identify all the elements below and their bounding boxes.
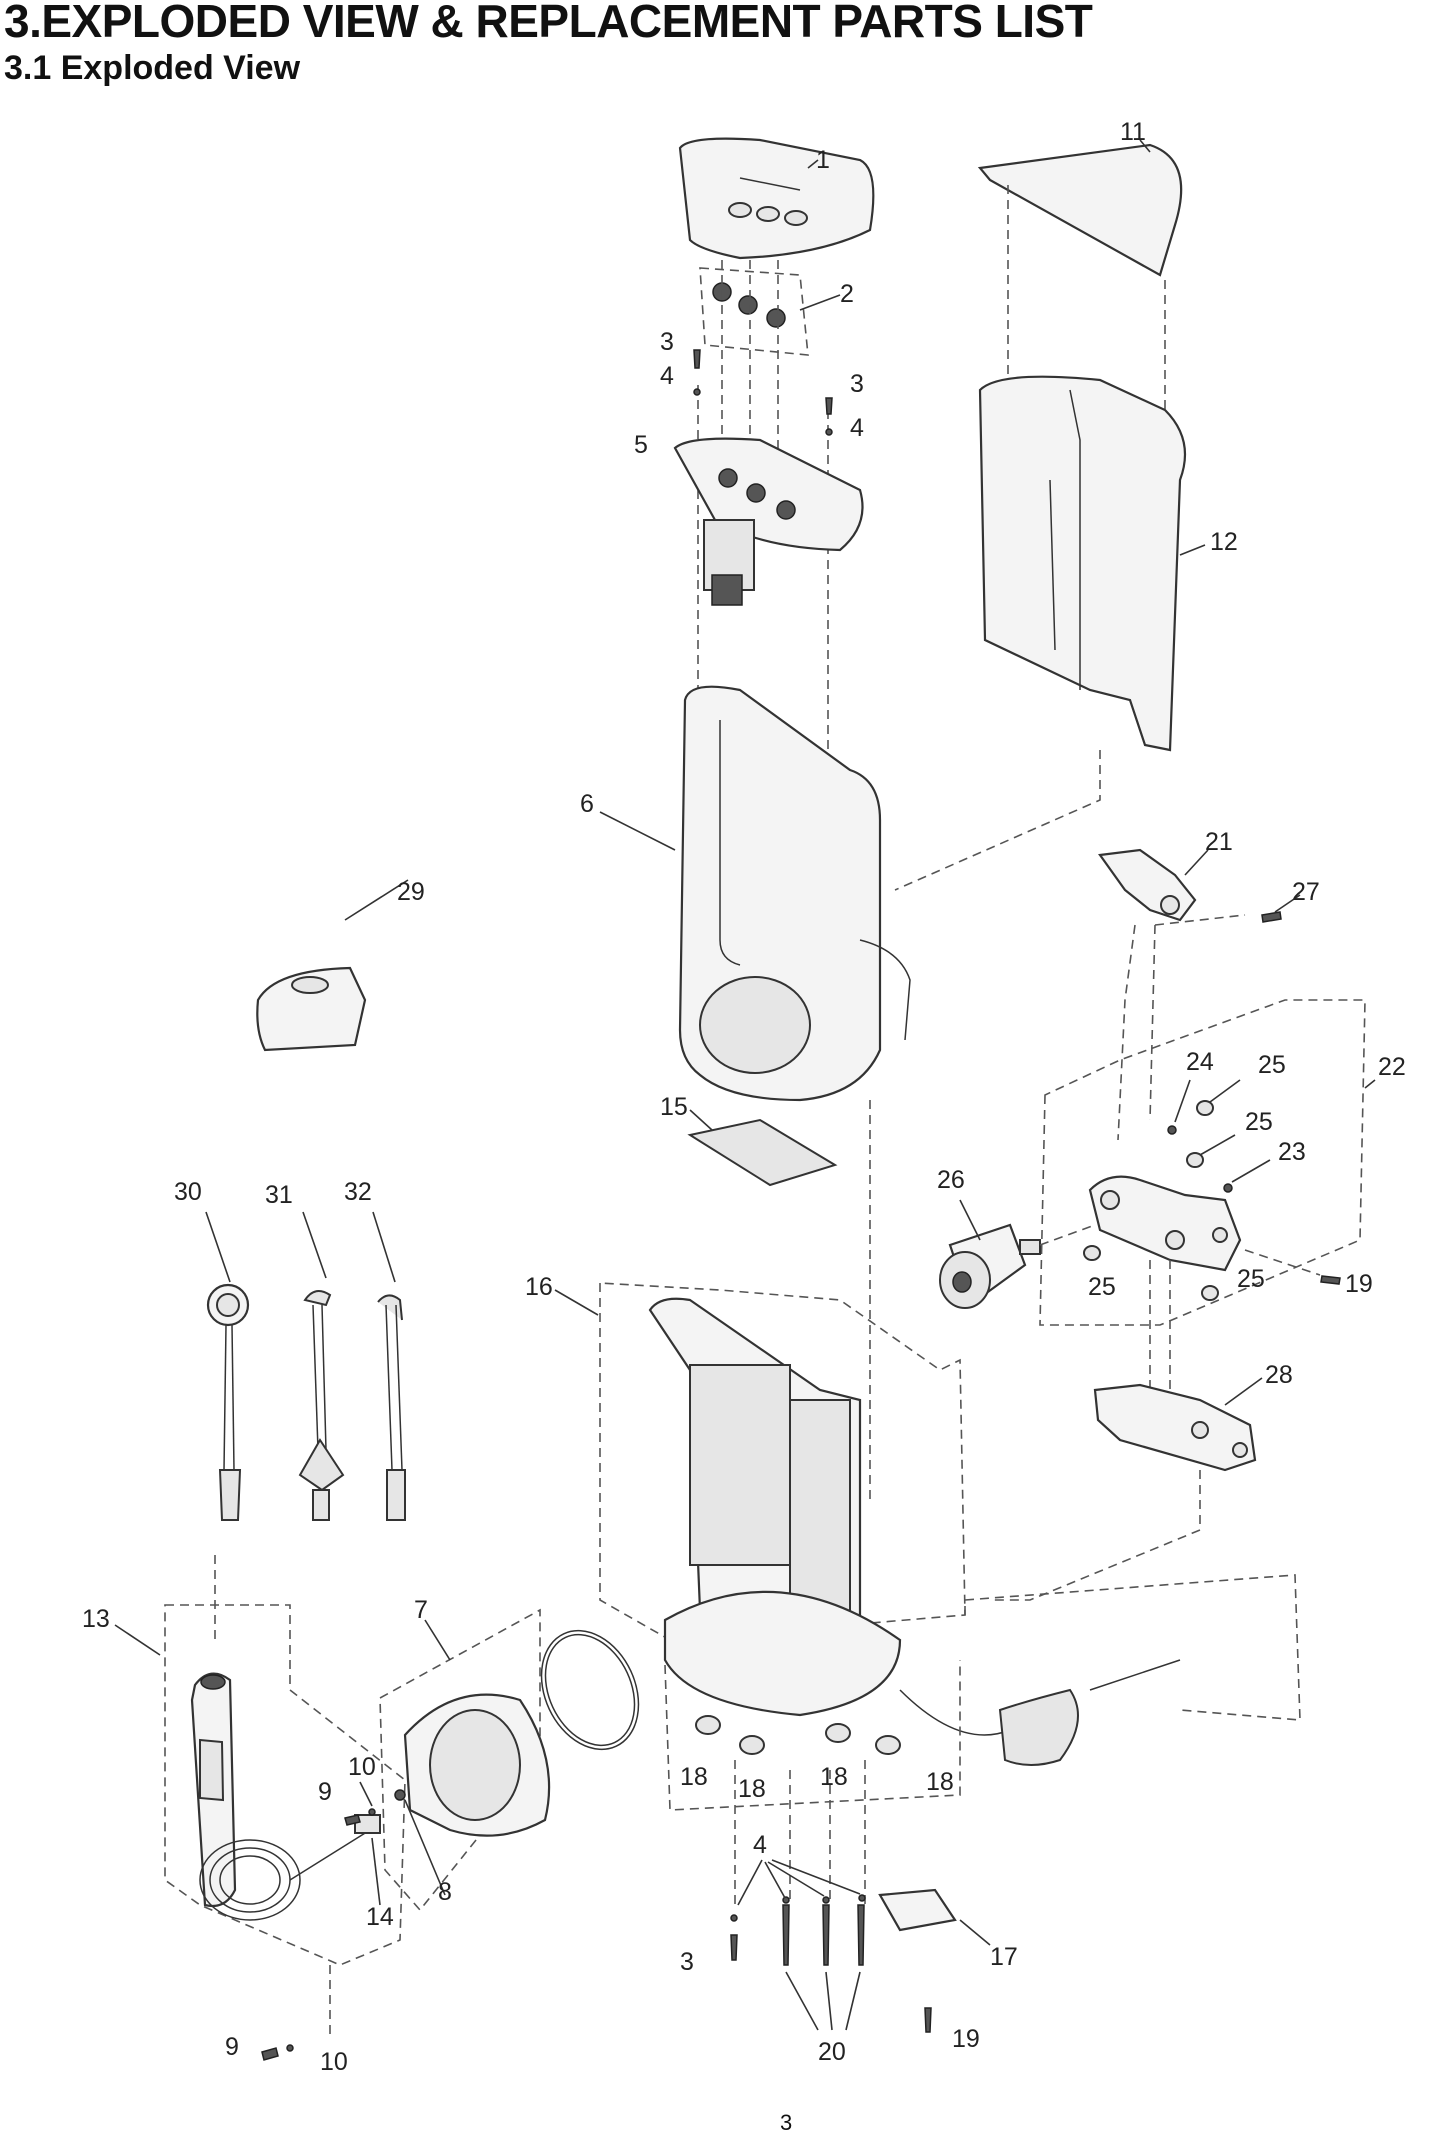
callout-29: 29 <box>397 878 425 906</box>
callout-9a: 9 <box>318 1778 332 1806</box>
part-25-gasket-2 <box>1186 1152 1204 1168</box>
part-26-motor <box>939 1223 1041 1309</box>
callout-23: 23 <box>1278 1138 1306 1166</box>
part-4-washer-left <box>693 388 701 396</box>
callout-14: 14 <box>366 1903 394 1931</box>
part-29-stand <box>256 966 367 1052</box>
part-5-control-panel <box>673 437 864 606</box>
part-18-foot-3 <box>825 1723 851 1743</box>
part-18-foot-1 <box>695 1715 721 1735</box>
callout-25a: 25 <box>1258 1051 1286 1079</box>
callout-30: 30 <box>174 1178 202 1206</box>
callout-15: 15 <box>660 1093 688 1121</box>
part-11-reservoir-lid <box>977 143 1183 277</box>
part-16-inner-unit <box>648 1297 902 1717</box>
callout-10a: 10 <box>348 1753 376 1781</box>
part-27-screw <box>1261 911 1282 923</box>
page-title: 3.EXPLODED VIEW & REPLACEMENT PARTS LIST <box>4 0 1093 47</box>
part-14-connector <box>354 1814 381 1834</box>
page-number: 3 <box>780 2110 793 2135</box>
callout-31: 31 <box>265 1181 293 1209</box>
part-9-screw-lower <box>261 2047 279 2061</box>
part-30-nozzle <box>206 1283 250 1521</box>
part-10-washer-upper <box>368 1808 376 1816</box>
callout-21: 21 <box>1205 828 1233 856</box>
part-32-nozzle <box>377 1294 406 1521</box>
part-17-clip <box>878 1888 957 1932</box>
part-13-handle <box>190 1672 371 1921</box>
part-1-top-cover <box>678 137 875 260</box>
part-24-screw <box>1167 1125 1177 1135</box>
part-25-gasket-4 <box>1201 1285 1219 1301</box>
callout-13: 13 <box>82 1605 110 1633</box>
callout-17: 17 <box>990 1943 1018 1971</box>
part-18-foot-4 <box>875 1735 901 1755</box>
part-7-cover <box>403 1693 551 1837</box>
callout-16: 16 <box>525 1273 553 1301</box>
callout-11: 11 <box>1120 118 1146 146</box>
part-25-gasket-1 <box>1196 1100 1214 1116</box>
callout-1: 1 <box>816 146 830 174</box>
callout-7: 7 <box>414 1596 428 1624</box>
callout-25c: 25 <box>1088 1273 1116 1301</box>
callout-19b: 19 <box>1345 1270 1373 1298</box>
part-31-nozzle <box>298 1290 345 1521</box>
part-8-washer <box>394 1789 406 1801</box>
part-18-foot-2 <box>739 1735 765 1755</box>
section-title: 3.1 Exploded View <box>4 49 301 87</box>
callout-19a: 19 <box>952 2025 980 2053</box>
part-28-base-plate <box>1093 1383 1257 1472</box>
power-cord <box>899 1659 1181 1766</box>
part-4-washer-right <box>825 428 833 436</box>
callout-28: 28 <box>1265 1361 1293 1389</box>
callout-18a: 18 <box>680 1763 708 1791</box>
callout-5: 5 <box>634 431 648 459</box>
part-3-screw-right <box>825 397 833 415</box>
callout-4a: 4 <box>660 362 674 390</box>
callout-20: 20 <box>818 2038 846 2066</box>
callout-18c: 18 <box>820 1763 848 1791</box>
part-20-screws <box>782 1904 865 1966</box>
callout-18b: 18 <box>738 1775 766 1803</box>
part-9-screw-upper <box>344 1814 361 1826</box>
part-3-screw-bottom <box>730 1934 738 1961</box>
part-23-screw <box>1223 1183 1233 1193</box>
callout-3c: 3 <box>680 1948 694 1976</box>
callout-3a: 3 <box>660 328 674 356</box>
callout-6: 6 <box>580 790 594 818</box>
part-21-bracket <box>1098 848 1197 922</box>
callout-3b: 3 <box>850 370 864 398</box>
part-12-reservoir <box>978 375 1187 752</box>
callout-26: 26 <box>937 1166 965 1194</box>
callout-25b: 25 <box>1245 1108 1273 1136</box>
callout-9b: 9 <box>225 2033 239 2061</box>
part-19-screw-bottom <box>924 2007 932 2033</box>
callout-2: 2 <box>840 280 854 308</box>
callout-24: 24 <box>1186 1048 1214 1076</box>
part-2-buttons <box>699 267 809 356</box>
part-10-washer-lower <box>286 2044 294 2052</box>
callout-4c: 4 <box>753 1831 767 1859</box>
o-ring <box>540 1629 640 1751</box>
callout-25d: 25 <box>1237 1265 1265 1293</box>
callout-8: 8 <box>438 1878 452 1906</box>
callout-10b: 10 <box>320 2048 348 2076</box>
part-15-small-board <box>687 1118 838 1187</box>
part-6-main-body <box>678 685 911 1102</box>
callout-18d: 18 <box>926 1768 954 1796</box>
callout-27: 27 <box>1292 878 1320 906</box>
callout-22: 22 <box>1378 1053 1406 1081</box>
part-25-gasket-3 <box>1083 1245 1101 1261</box>
part-19-screw-right <box>1320 1275 1341 1285</box>
part-3-screw-left <box>693 349 701 369</box>
callout-32: 32 <box>344 1178 372 1206</box>
part-22-valve-assembly <box>1088 1175 1242 1272</box>
callout-4b: 4 <box>850 414 864 442</box>
callout-12: 12 <box>1210 528 1238 556</box>
